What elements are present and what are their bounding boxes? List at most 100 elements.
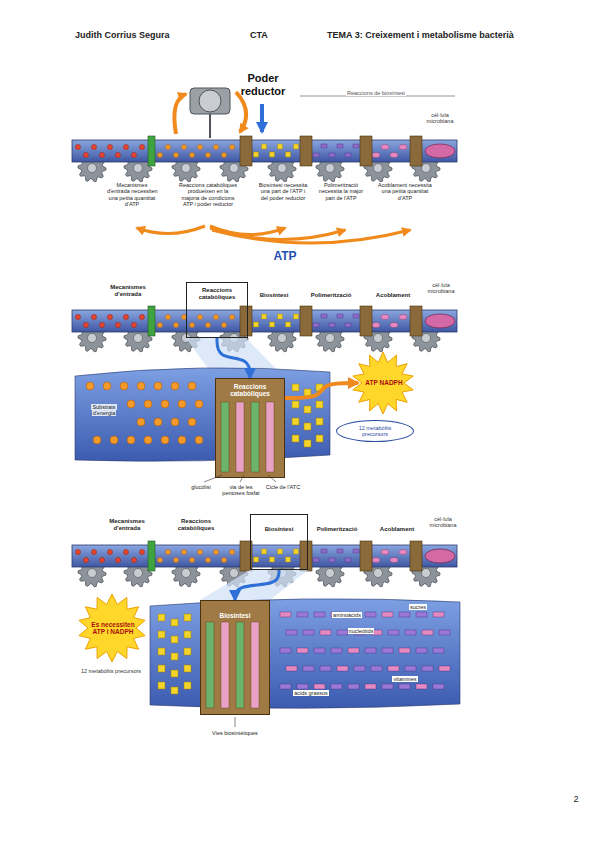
building-block xyxy=(286,630,297,635)
substrate-dot xyxy=(75,144,80,149)
precursor-square xyxy=(158,648,165,655)
substrate-dot xyxy=(161,436,169,444)
monomer-rect xyxy=(313,323,319,327)
substrate-dot xyxy=(123,549,128,554)
label-text: Mecanismes d'entrada necessiten una peti… xyxy=(106,182,159,207)
substrate-dot xyxy=(107,549,112,554)
precursor-square xyxy=(270,557,275,562)
precursor-square xyxy=(278,549,283,554)
header-text: Judith Corrius Segura xyxy=(75,30,225,40)
building-block xyxy=(297,648,308,653)
conveyor-belt xyxy=(72,306,457,352)
precursor-square xyxy=(184,648,191,655)
motor-shaft xyxy=(209,114,211,138)
label-text: vitamines xyxy=(392,676,417,682)
stage-label: Mecanismes d'entrada xyxy=(104,284,152,298)
building-block xyxy=(416,612,427,617)
pathway-label: via de les pentoses fosfat xyxy=(220,484,262,497)
label-text: Acoblament necessita una petita quantita… xyxy=(377,182,433,201)
node-text: Reaccions catabòliques xyxy=(219,382,281,399)
label-text: Polimerització xyxy=(316,526,359,532)
flow-arrow xyxy=(235,570,279,600)
leader-line xyxy=(240,475,244,482)
substrate-dot xyxy=(99,557,104,562)
precursor-square xyxy=(158,682,165,689)
substrate-dot xyxy=(161,400,169,408)
microbial-cell xyxy=(425,144,455,158)
precursor-square xyxy=(270,152,275,157)
gear-hub xyxy=(326,164,335,173)
substrate-dot xyxy=(195,400,203,408)
microbial-cell xyxy=(425,314,455,328)
monomer-rect xyxy=(345,558,351,562)
building-block xyxy=(433,684,444,689)
substrate-dot xyxy=(131,152,136,157)
substrate-dot xyxy=(115,557,120,562)
stage-gate xyxy=(410,136,422,166)
label-text: 2 xyxy=(573,794,578,804)
stage-label: Mecanismes d'entrada necessiten una peti… xyxy=(106,182,158,207)
monomer-rect xyxy=(353,314,359,318)
node-text: Reaccions catabòliques xyxy=(189,287,245,301)
precursor-square xyxy=(292,384,299,391)
microbial-cell xyxy=(425,549,455,563)
substrate-dot xyxy=(137,418,145,426)
gear-hub xyxy=(326,334,335,343)
building-block xyxy=(365,648,376,653)
label-text: Judith Corrius Segura xyxy=(75,30,170,40)
substrate-dot xyxy=(154,418,162,426)
substrate-dot xyxy=(195,436,203,444)
substrate-dot xyxy=(157,152,162,157)
gear-hub xyxy=(230,164,239,173)
substrate-dot xyxy=(107,314,112,319)
substrate-dot xyxy=(171,382,179,390)
precursor-square xyxy=(286,322,291,327)
substrate-dot xyxy=(189,322,194,327)
belt-band xyxy=(72,140,457,162)
precursor-square xyxy=(262,549,267,554)
reducing-power-arrow xyxy=(260,104,264,132)
building-block xyxy=(331,648,342,653)
stage-gate xyxy=(240,136,252,166)
substrate-dot xyxy=(110,436,118,444)
precursor-square xyxy=(304,440,311,447)
node-text: Biosíntesi xyxy=(264,526,295,533)
substrate-dot xyxy=(115,322,120,327)
substrate-dot xyxy=(93,436,101,444)
building-block xyxy=(303,666,314,671)
substrate-dot xyxy=(178,436,186,444)
polymer-blob xyxy=(372,557,380,562)
bracket-label: Reaccions de biosíntesi xyxy=(326,90,426,96)
stage-gate xyxy=(300,541,312,571)
leader-line xyxy=(204,475,222,482)
flow-arrow xyxy=(217,338,250,378)
substrate-dot xyxy=(197,549,202,554)
node-text: Es necessiten ATP i NADPH xyxy=(86,621,140,636)
label-text: 12 metabòlits precursors xyxy=(81,668,141,674)
label-text: Vies biosintètiques xyxy=(211,730,259,736)
monomer-rect xyxy=(313,558,319,562)
substrate-dot xyxy=(188,418,196,426)
substrate-dot xyxy=(229,549,234,554)
label-text: Biosíntesi xyxy=(259,292,290,298)
label-text: glucòlisi xyxy=(190,484,212,490)
building-block xyxy=(286,666,297,671)
building-block xyxy=(280,684,291,689)
conveyor-belt xyxy=(72,136,457,182)
pathway-stripe xyxy=(236,402,244,472)
pathway-label: glucòlisi xyxy=(184,484,218,490)
building-block xyxy=(320,666,331,671)
substrate-dot xyxy=(137,382,145,390)
building-block xyxy=(388,630,399,635)
precursor-square xyxy=(286,557,291,562)
cell-label: cèl·lula microbiana xyxy=(418,112,462,125)
gear-hub xyxy=(182,164,191,173)
building-block xyxy=(365,684,376,689)
substrate-dot xyxy=(120,382,128,390)
precursor-square xyxy=(171,653,178,660)
building-block xyxy=(439,630,450,635)
product-label: àcids grassos xyxy=(286,690,336,696)
precursor-square xyxy=(292,401,299,408)
